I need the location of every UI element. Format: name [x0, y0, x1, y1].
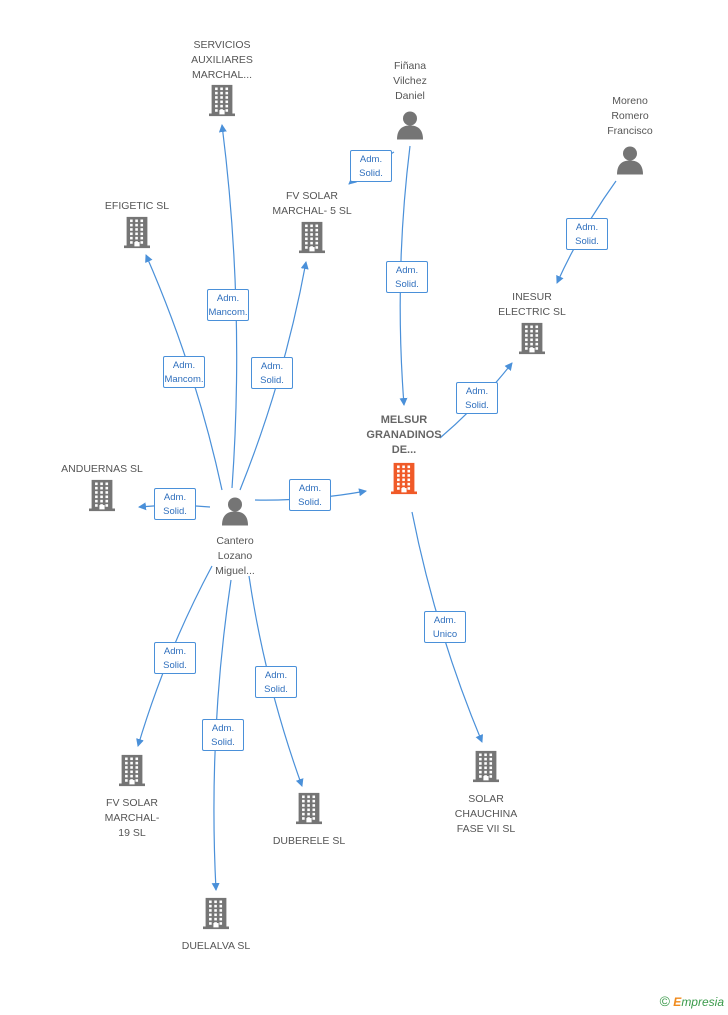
company-building-icon[interactable]: [299, 221, 325, 260]
node-label-melsur[interactable]: MELSUR GRANADINOS DE...: [366, 414, 442, 456]
node-label-servicios[interactable]: SERVICIOS AUXILIARES MARCHAL...: [191, 39, 253, 81]
company-building-icon[interactable]: [119, 754, 145, 793]
edge-role-badge[interactable]: Adm. Solid.: [386, 261, 428, 293]
edge-role-badge[interactable]: Adm. Solid.: [566, 218, 608, 250]
node-label-duberele[interactable]: DUBERELE SL: [272, 835, 346, 847]
node-label-anduernas[interactable]: ANDUERNAS SL: [61, 463, 143, 475]
company-building-icon[interactable]: [89, 479, 115, 518]
node-label-inesur[interactable]: INESUR ELECTRIC SL: [498, 291, 566, 318]
edge-role-badge[interactable]: Adm. Solid.: [350, 150, 392, 182]
brand-name: mpresia: [681, 995, 724, 1009]
edge-role-badge[interactable]: Adm. Solid.: [255, 666, 297, 698]
node-label-efigetic[interactable]: EFIGETIC SL: [104, 200, 170, 212]
person-icon[interactable]: [615, 145, 645, 180]
edge-role-badge[interactable]: Adm. Solid.: [456, 382, 498, 414]
node-label-solar-chauchina[interactable]: SOLAR CHAUCHINA FASE VII SL: [454, 793, 518, 835]
node-label-duelalva[interactable]: DUELALVA SL: [181, 940, 251, 952]
edge-role-badge[interactable]: Adm. Solid.: [251, 357, 293, 389]
company-building-icon[interactable]: [203, 897, 229, 936]
node-label-cantero[interactable]: Cantero Lozano Miguel...: [215, 535, 255, 577]
edge-role-badge[interactable]: Adm. Mancom.: [163, 356, 205, 388]
footer-brand: © Empresia: [660, 993, 724, 1009]
node-label-finana[interactable]: Fiñana Vilchez Daniel: [393, 60, 427, 102]
person-icon[interactable]: [395, 110, 425, 145]
copyright-symbol: ©: [659, 993, 670, 1009]
person-icon[interactable]: [220, 496, 250, 531]
company-building-icon[interactable]: [296, 792, 322, 831]
edge-role-badge[interactable]: Adm. Mancom.: [207, 289, 249, 321]
company-building-icon[interactable]: [473, 750, 499, 789]
edge-role-badge[interactable]: Adm. Solid.: [289, 479, 331, 511]
main-company-building-icon[interactable]: [391, 462, 417, 501]
node-label-moreno[interactable]: Moreno Romero Francisco: [607, 95, 653, 137]
company-building-icon[interactable]: [519, 322, 545, 361]
edge-role-badge[interactable]: Adm. Solid.: [154, 488, 196, 520]
brand-logo-initial: E: [673, 995, 682, 1009]
edge-role-badge[interactable]: Adm. Solid.: [154, 642, 196, 674]
node-label-fv-solar-5[interactable]: FV SOLAR MARCHAL- 5 SL: [272, 190, 352, 217]
edge-role-badge[interactable]: Adm. Solid.: [202, 719, 244, 751]
company-building-icon[interactable]: [124, 216, 150, 255]
company-building-icon[interactable]: [209, 84, 235, 123]
edge-role-badge[interactable]: Adm. Unico: [424, 611, 466, 643]
node-label-fv-solar-19[interactable]: FV SOLAR MARCHAL- 19 SL: [104, 797, 160, 839]
